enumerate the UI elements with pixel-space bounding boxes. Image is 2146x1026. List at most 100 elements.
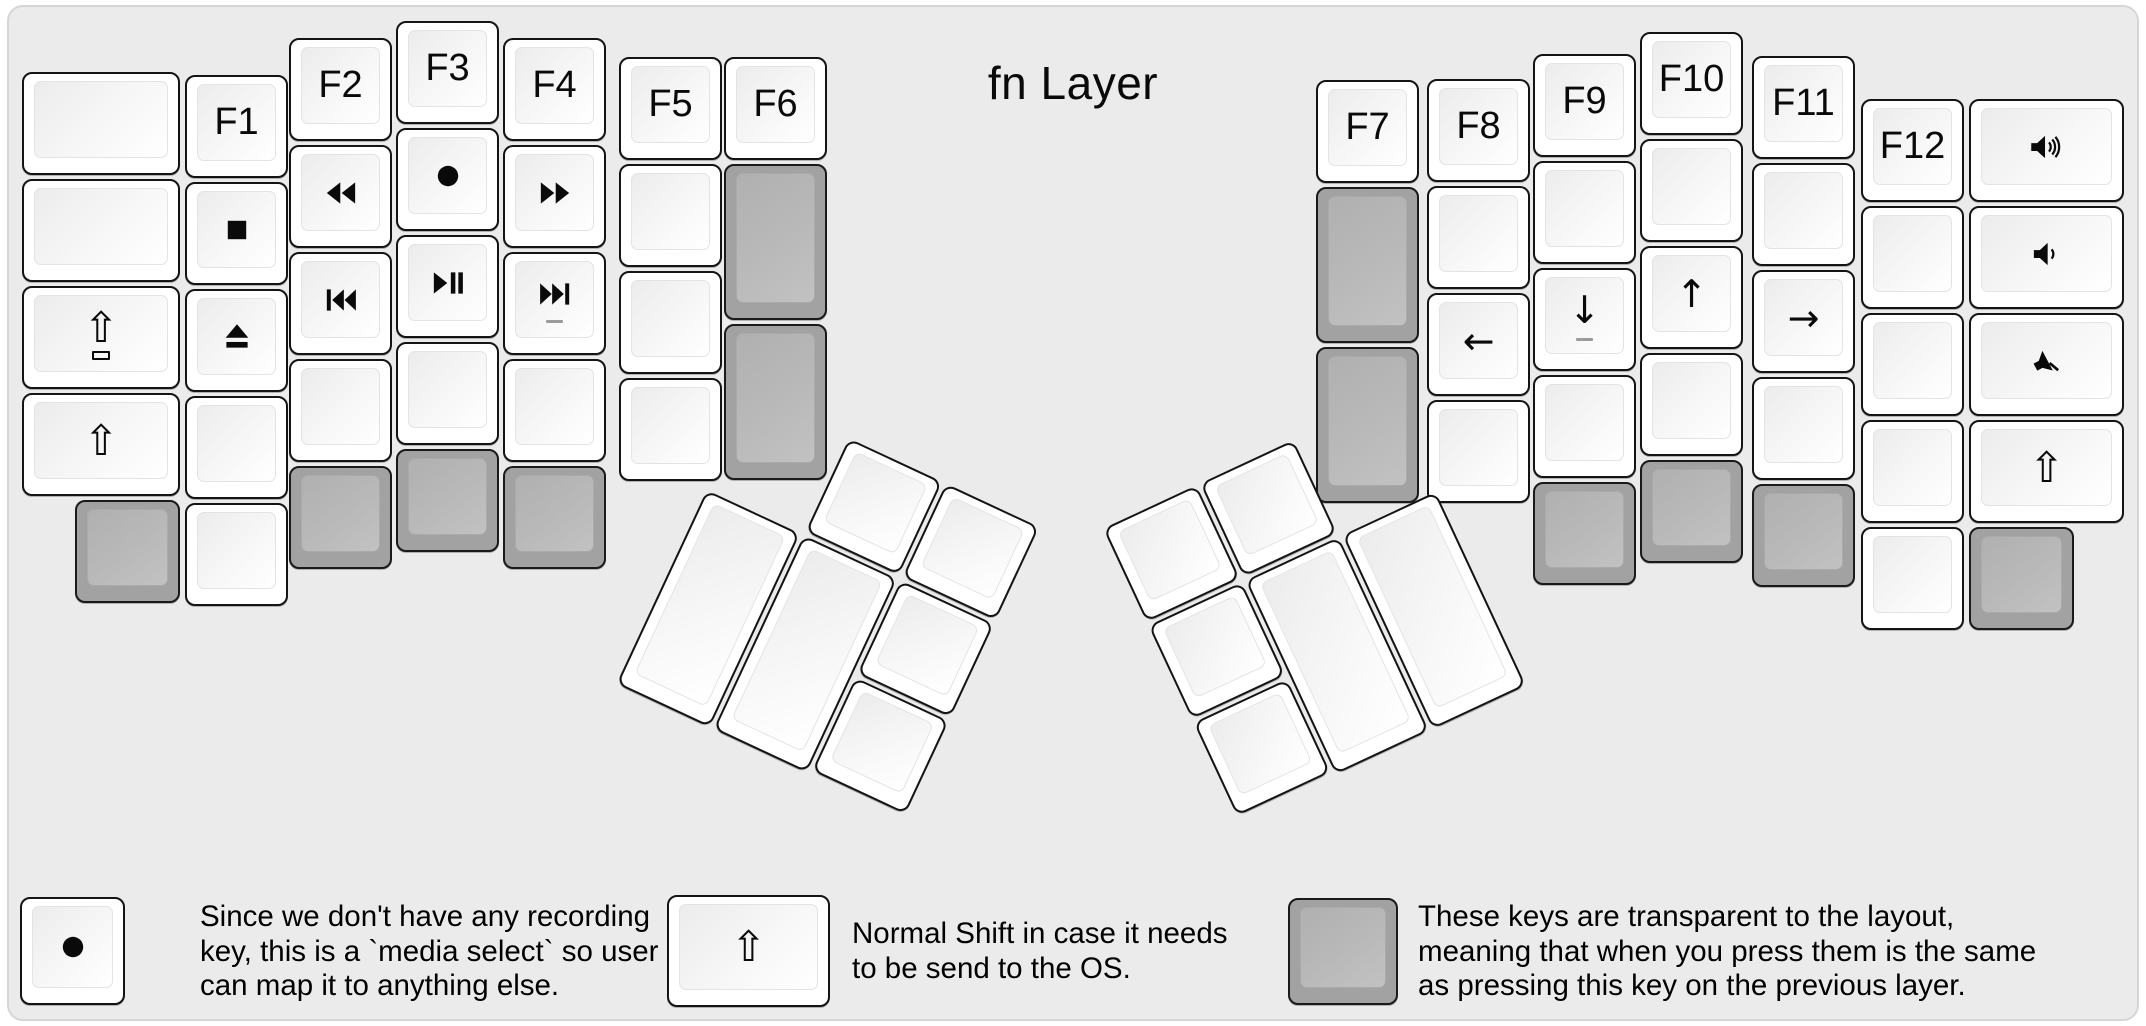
key-blank[interactable] — [1427, 400, 1530, 503]
key-blank[interactable] — [22, 72, 180, 175]
legend-key-transparent[interactable] — [1288, 898, 1398, 1005]
record-icon — [52, 930, 94, 964]
keycap-surface — [1439, 195, 1518, 272]
key-blank[interactable] — [1427, 186, 1530, 289]
key-blank[interactable] — [619, 378, 722, 481]
key-blank[interactable] — [22, 179, 180, 282]
legend-key-record[interactable] — [20, 897, 125, 1005]
key-arrow-right[interactable]: → — [1752, 270, 1855, 373]
key-arrow-left[interactable]: ← — [1427, 293, 1530, 396]
keycap-surface: F11 — [1764, 65, 1843, 142]
volume-down-icon — [2026, 237, 2068, 271]
key-f5[interactable]: F5 — [619, 57, 722, 160]
keycap-surface — [515, 368, 594, 445]
key-f4[interactable]: F4 — [503, 38, 606, 141]
record-icon — [427, 159, 469, 193]
key-transparent[interactable] — [1969, 527, 2074, 630]
key-blank[interactable] — [1861, 527, 1964, 630]
key-blank[interactable] — [503, 359, 606, 462]
keycap-surface — [736, 173, 815, 303]
key-transparent[interactable] — [724, 324, 827, 480]
key-mute[interactable] — [1969, 313, 2124, 416]
key-f11[interactable]: F11 — [1752, 56, 1855, 159]
keycap-surface — [1981, 536, 2062, 613]
keycap-surface — [1764, 386, 1843, 463]
key-f6[interactable]: F6 — [724, 57, 827, 160]
key-volume-down[interactable] — [1969, 206, 2124, 309]
fast-forward-icon — [534, 176, 576, 210]
keycap-surface — [1214, 453, 1319, 557]
key-f8[interactable]: F8 — [1427, 79, 1530, 182]
play-pause-icon — [427, 266, 469, 300]
key-eject[interactable] — [185, 289, 288, 392]
key-blank[interactable] — [185, 503, 288, 606]
key-f12[interactable]: F12 — [1861, 99, 1964, 202]
key-rewind[interactable] — [289, 145, 392, 248]
key-play-pause[interactable] — [396, 235, 499, 338]
keycap-surface — [197, 191, 276, 268]
keycap-surface — [1162, 595, 1268, 699]
key-blank[interactable] — [1861, 206, 1964, 309]
key-transparent[interactable] — [1316, 187, 1419, 343]
key-blank[interactable] — [1861, 420, 1964, 523]
key-arrow-down[interactable]: ↓ — [1533, 268, 1636, 371]
key-caps-lock[interactable]: ⇧ — [22, 286, 180, 389]
key-blank[interactable] — [1752, 163, 1855, 266]
key-shift[interactable]: ⇧ — [1969, 420, 2124, 523]
key-f3[interactable]: F3 — [396, 21, 499, 124]
legend-line: can map it to anything else. — [200, 969, 560, 1002]
keycap-surface — [515, 475, 594, 552]
key-glyph: ⇧ — [730, 922, 767, 971]
key-label: F1 — [214, 101, 259, 143]
key-stop-media[interactable] — [185, 182, 288, 285]
key-volume-up[interactable] — [1969, 99, 2124, 202]
legend-key-shift[interactable]: ⇧ — [667, 895, 830, 1007]
key-blank[interactable] — [1640, 353, 1743, 456]
key-transparent[interactable] — [1752, 484, 1855, 587]
keycap-surface — [1873, 536, 1952, 613]
keycap-surface — [1652, 148, 1731, 225]
key-blank[interactable] — [1861, 313, 1964, 416]
key-transparent[interactable] — [503, 466, 606, 569]
key-blank[interactable] — [619, 271, 722, 374]
keycap-surface: F4 — [515, 47, 594, 124]
key-label: F3 — [425, 47, 470, 89]
key-blank[interactable] — [289, 359, 392, 462]
key-blank[interactable] — [1533, 375, 1636, 478]
key-glyph: ← — [1462, 318, 1495, 363]
key-transparent[interactable] — [1640, 460, 1743, 563]
keycap-surface — [1545, 491, 1624, 568]
key-label: F5 — [648, 83, 693, 125]
key-label: F6 — [753, 83, 798, 125]
key-blank[interactable] — [1752, 377, 1855, 480]
key-glyph: ⇧ — [83, 415, 119, 465]
key-fast-forward[interactable] — [503, 145, 606, 248]
key-transparent[interactable] — [75, 500, 180, 603]
key-blank[interactable] — [619, 164, 722, 267]
key-arrow-up[interactable]: ↑ — [1640, 246, 1743, 349]
key-glyph: ⇧ — [83, 303, 119, 352]
key-media-select-record[interactable] — [396, 128, 499, 231]
keycap-surface — [1652, 469, 1731, 546]
key-f1[interactable]: F1 — [185, 75, 288, 178]
key-shift[interactable]: ⇧ — [22, 393, 180, 496]
key-f2[interactable]: F2 — [289, 38, 392, 141]
key-blank[interactable] — [1640, 139, 1743, 242]
legend-line: as pressing this key on the previous lay… — [1418, 969, 1966, 1002]
key-prev-track[interactable] — [289, 252, 392, 355]
key-transparent[interactable] — [1533, 482, 1636, 585]
key-transparent[interactable] — [289, 466, 392, 569]
key-next-track[interactable] — [503, 252, 606, 355]
key-transparent[interactable] — [396, 449, 499, 552]
homing-dash — [1576, 337, 1593, 341]
key-f7[interactable]: F7 — [1316, 80, 1419, 183]
key-f10[interactable]: F10 — [1640, 32, 1743, 135]
key-transparent[interactable] — [724, 164, 827, 320]
prev-track-icon — [320, 283, 362, 317]
key-blank[interactable] — [1533, 161, 1636, 264]
key-blank[interactable] — [396, 342, 499, 445]
key-blank[interactable] — [185, 396, 288, 499]
key-f9[interactable]: F9 — [1533, 54, 1636, 157]
key-transparent[interactable] — [1316, 347, 1419, 503]
keycap-surface — [1545, 170, 1624, 247]
